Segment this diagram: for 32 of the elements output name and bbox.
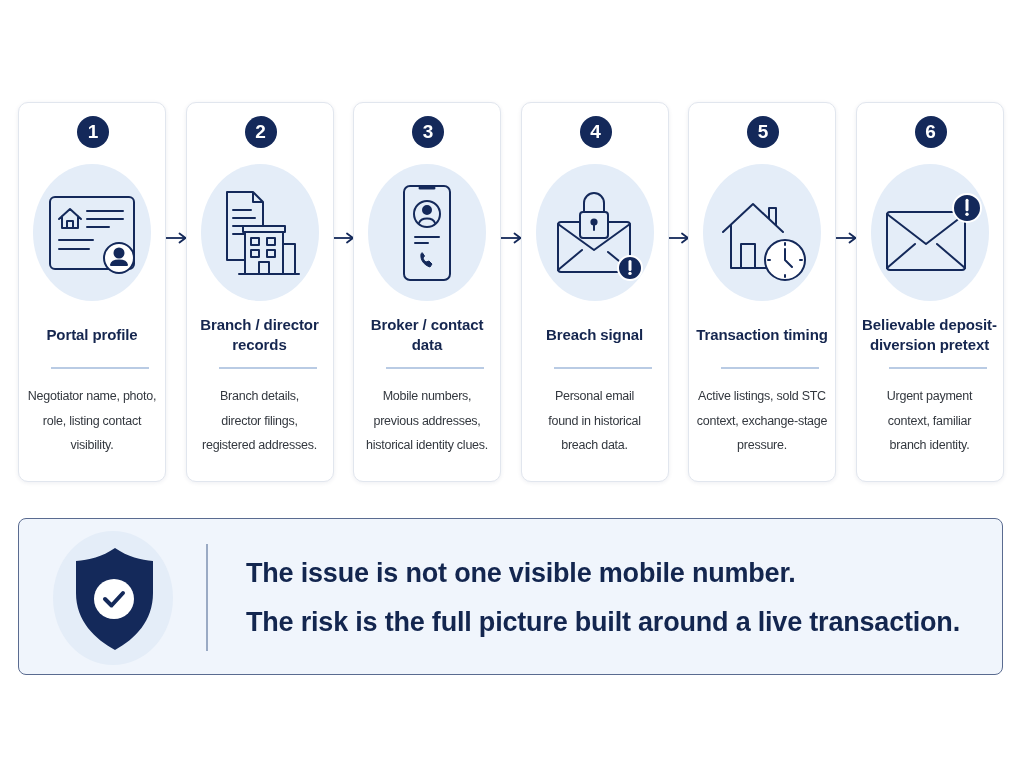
- arrow: [667, 232, 689, 244]
- arrow: [332, 232, 354, 244]
- step-title: Transaction timing: [696, 325, 828, 345]
- step-card: [185, 102, 334, 482]
- summary-text: The issue is not one visible mobile number.: [246, 557, 796, 590]
- step-card: [353, 102, 501, 482]
- step-description: Mobile numbers, previous addresses, historical identity clues.: [365, 388, 489, 454]
- step-description: Urgent payment context, familiar branch identity.: [885, 388, 974, 454]
- step-number: 6: [914, 116, 947, 148]
- step-card: [688, 102, 836, 482]
- step-number: 1: [77, 116, 109, 148]
- step-number: 2: [244, 116, 277, 148]
- step-number: 3: [412, 116, 444, 148]
- arrow: [165, 232, 187, 244]
- arrow: [835, 232, 857, 244]
- step-description: Active listings, sold STC context, exchange-stage pressure.: [695, 388, 829, 454]
- summary-text: The risk is the full picture built around a live transaction.: [246, 606, 960, 639]
- step-number: 4: [579, 116, 612, 148]
- summary-banner: [18, 518, 1003, 675]
- step-title: Breach signal: [545, 325, 644, 345]
- step-card: [18, 102, 166, 482]
- step-number: 5: [747, 116, 779, 148]
- step-title: Branch / director records: [199, 315, 320, 355]
- step-description: Personal email found in historical breach data.: [547, 388, 642, 454]
- step-card: [855, 102, 1004, 482]
- step-description: Negotiator name, photo, role, listing contact visibility.: [26, 388, 158, 454]
- arrow: [500, 232, 522, 244]
- step-title: Portal profile: [46, 325, 138, 345]
- step-description: Branch details, director filings, registered addresses.: [201, 388, 318, 454]
- step-card: [520, 102, 669, 482]
- step-title: Believable deposit-diversion pretext: [861, 315, 998, 355]
- step-title: Broker / contact data: [369, 315, 485, 355]
